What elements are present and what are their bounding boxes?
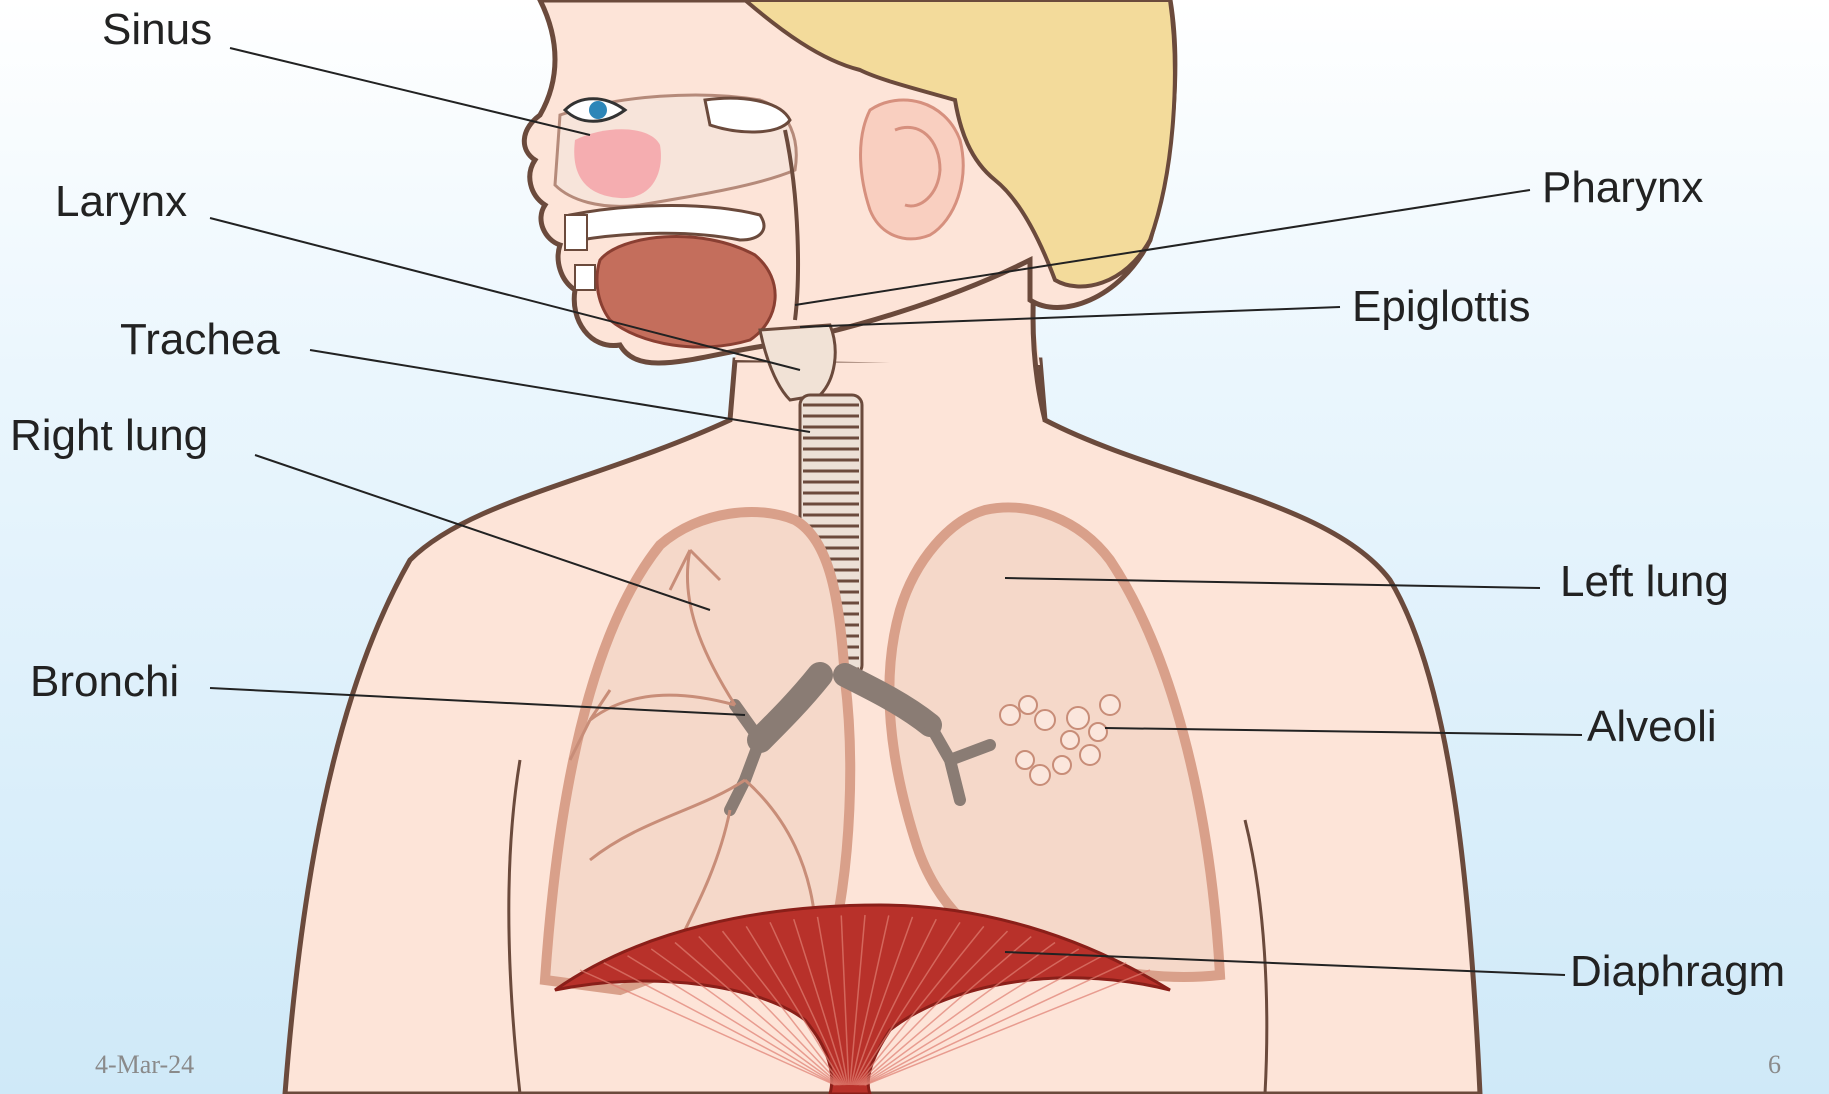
label-pharynx: Pharynx <box>1542 166 1703 210</box>
label-larynx: Larynx <box>55 180 187 224</box>
label-bronchi: Bronchi <box>30 660 179 704</box>
lower-teeth <box>575 265 595 290</box>
tongue <box>597 236 775 347</box>
iris <box>589 101 607 119</box>
ear <box>861 100 964 239</box>
label-alveoli: Alveoli <box>1587 705 1717 749</box>
label-trachea: Trachea <box>120 318 280 362</box>
slide-date: 4-Mar-24 <box>95 1050 194 1080</box>
slide-page-number: 6 <box>1768 1050 1781 1080</box>
upper-teeth <box>565 215 587 250</box>
label-right-lung: Right lung <box>10 414 208 458</box>
label-left-lung: Left lung <box>1560 560 1729 604</box>
label-diaphragm: Diaphragm <box>1570 950 1785 994</box>
leader-line-sinus <box>230 48 590 135</box>
label-sinus: Sinus <box>102 8 212 52</box>
label-epiglottis: Epiglottis <box>1352 285 1531 329</box>
